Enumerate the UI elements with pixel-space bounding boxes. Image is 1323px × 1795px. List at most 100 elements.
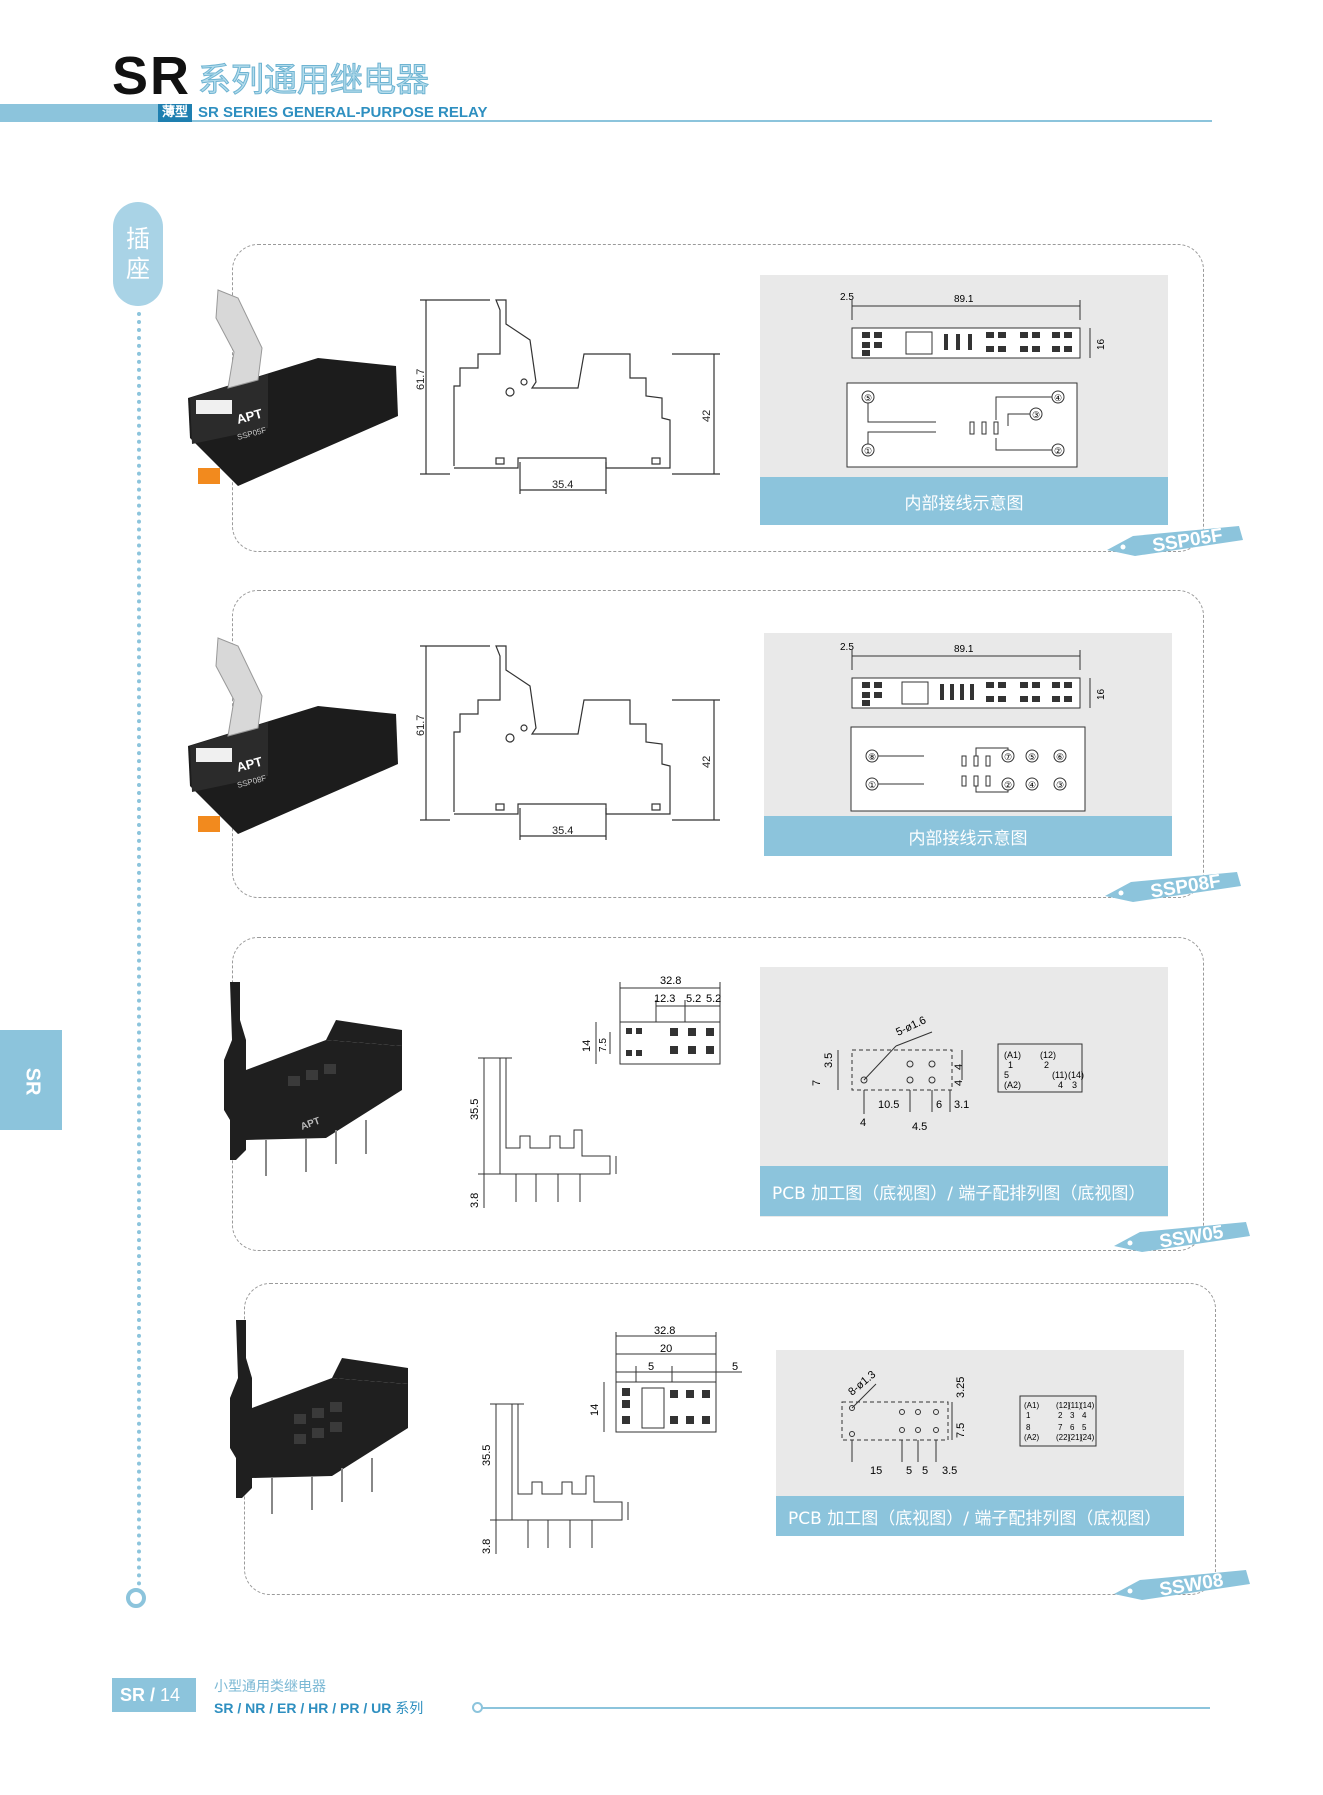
dim-pin: 3.8 <box>469 1193 481 1208</box>
terminal-2: ② <box>1054 446 1062 456</box>
dim-top-a: 20 <box>660 1343 672 1355</box>
dim-height: 61.7 <box>415 369 427 390</box>
pcb-d1: 15 <box>870 1465 882 1476</box>
pin-3: 3 <box>1070 1411 1075 1420</box>
dim-top-c: 5.2 <box>706 993 721 1005</box>
photo-brand: APT <box>235 754 264 775</box>
model-label-ssp08f: SSP08F <box>1149 870 1223 903</box>
pin-14: (14) <box>1080 1401 1095 1410</box>
dim-offset: 2.5 <box>840 292 854 303</box>
pcb-holes: 8-ø1.3 <box>846 1369 878 1399</box>
top-view-ssp05f: 2.5 89.1 16 <box>840 292 1107 359</box>
pin-2: 2 <box>1044 1060 1049 1070</box>
dim-body-height: 42 <box>701 410 713 422</box>
dim-top-b: 5 <box>648 1361 654 1373</box>
top-view-ssw08: 32.8 20 5 5 14 <box>589 1326 742 1433</box>
dim-width: 16 <box>1096 338 1107 350</box>
top-view-ssw05: 32.8 12.3 5.2 5.2 14 7.5 <box>581 975 721 1065</box>
dim-top-a: 12.3 <box>654 993 675 1005</box>
product-photo-ssw08 <box>230 1320 408 1514</box>
pcb-h2: 7 <box>812 1080 823 1086</box>
pin-11: (11) <box>1068 1401 1082 1410</box>
model-tag-ssw08 <box>1114 1570 1250 1600</box>
timeline-end-ring <box>126 1588 146 1608</box>
terminal-7: ⑦ <box>1004 752 1012 762</box>
pcb-r1: 4 <box>953 1064 965 1070</box>
pcb-h2: 7.5 <box>955 1423 967 1438</box>
photo-brand: APT <box>235 406 264 427</box>
wiring-diagram-ssp08f: ⑧ ① ⑦ ⑤ ⑥ ② ④ ③ <box>850 726 1086 812</box>
caption-ssp08f: 内部接线示意图 <box>764 816 1172 856</box>
side-drawing-ssp05f: 61.7 42 35.4 <box>415 299 720 494</box>
dim-top-b: 5.2 <box>686 993 701 1005</box>
pin-7: 7 <box>1058 1423 1063 1432</box>
dim-top-height: 14 <box>589 1404 601 1416</box>
pcb-d3: 4.5 <box>912 1121 927 1133</box>
model-label-ssw08: SSW08 <box>1158 1569 1225 1601</box>
pin-a2: (A2) <box>1004 1080 1021 1090</box>
dim-rail-width: 35.4 <box>552 479 573 491</box>
footer-series: SR / NR / ER / HR / PR / UR 系列 <box>214 1698 423 1718</box>
header-rule <box>190 120 1212 122</box>
terminal-6: ⑥ <box>1056 752 1064 762</box>
product-photo-ssp05f: APT SSP05F <box>188 289 398 486</box>
model-tag-wrap-ssw05: SSW05 <box>1112 1218 1252 1253</box>
terminal-3: ③ <box>1056 780 1064 790</box>
terminal-2: ② <box>1004 780 1012 790</box>
footer-category: 小型通用类继电器 <box>214 1679 326 1695</box>
pcb-r2: 4 <box>953 1080 965 1086</box>
terminal-3: ③ <box>1032 410 1040 420</box>
dim-pin: 3.8 <box>481 1539 493 1554</box>
pin-6: 6 <box>1070 1423 1075 1432</box>
footer-series-suffix: 系列 <box>395 1701 424 1717</box>
model-tag-wrap-ssp05f: SSP05F <box>1105 522 1245 557</box>
terminal-1: ① <box>868 780 876 790</box>
dim-top-total: 32.8 <box>660 975 681 987</box>
pin-2: 2 <box>1058 1411 1063 1420</box>
terminal-1: ① <box>864 446 872 456</box>
side-drawing-ssp08f: 61.7 42 35.4 <box>415 645 720 840</box>
dim-width: 16 <box>1096 688 1107 700</box>
caption-ssw08: PCB 加工图（底视图）/ 端子配排列图（底视图） <box>776 1496 1184 1536</box>
dim-offset: 2.5 <box>840 642 854 653</box>
pin-14: (14) <box>1068 1070 1084 1080</box>
pcb-h1: 3.25 <box>955 1377 967 1398</box>
pin-4: 4 <box>1082 1411 1087 1420</box>
dim-top-total: 32.8 <box>654 1326 675 1337</box>
footer-series-list: SR / NR / ER / HR / PR / UR <box>214 1700 392 1716</box>
dim-top-c: 5 <box>732 1361 738 1373</box>
footer-rule <box>480 1707 1210 1709</box>
pin-3: 3 <box>1072 1080 1077 1090</box>
pcb-d5: 3.1 <box>954 1099 969 1111</box>
terminal-4: ④ <box>1054 393 1062 403</box>
pin-1: 1 <box>1026 1411 1031 1420</box>
thin-badge: 薄型 <box>158 104 192 122</box>
pcb-d4: 3.5 <box>942 1465 957 1476</box>
section-label: 插座 <box>113 202 163 306</box>
pin-a2: (A2) <box>1024 1433 1039 1442</box>
pcb-d2: 10.5 <box>878 1099 899 1111</box>
pin-8: 8 <box>1026 1423 1031 1432</box>
model-tag-ssp05f <box>1107 526 1243 556</box>
product-photo-ssw05: APT <box>224 982 402 1176</box>
side-tab-label: SR <box>21 1067 44 1096</box>
pin-21: (21) <box>1068 1433 1083 1442</box>
timeline-dots <box>137 312 141 1587</box>
title-en: SR SERIES GENERAL-PURPOSE RELAY <box>198 104 488 121</box>
dim-top-inner: 7.5 <box>598 1038 609 1052</box>
pin-4: 4 <box>1058 1080 1063 1090</box>
dim-rail-width: 35.4 <box>552 825 573 837</box>
dim-length: 89.1 <box>954 294 974 305</box>
model-label-ssp05f: SSP05F <box>1151 524 1225 557</box>
model-label-ssw05: SSW05 <box>1158 1221 1225 1253</box>
pcb-drawing-ssw05: 5-ø1.6 3.5 7 4 4 4 10.5 4.5 6 3.1 (A1) 1… <box>812 1014 1084 1133</box>
dim-height: 61.7 <box>415 715 427 736</box>
pin-a1: (A1) <box>1024 1401 1039 1410</box>
terminal-5: ⑤ <box>864 393 872 403</box>
pin-24: (24) <box>1080 1433 1095 1442</box>
pin-22: (22) <box>1056 1433 1071 1442</box>
section-label-text: 插座 <box>126 225 150 283</box>
pin-5: 5 <box>1004 1070 1009 1080</box>
pcb-d3: 5 <box>922 1465 928 1476</box>
model-tag-wrap-ssw08: SSW08 <box>1112 1566 1252 1601</box>
